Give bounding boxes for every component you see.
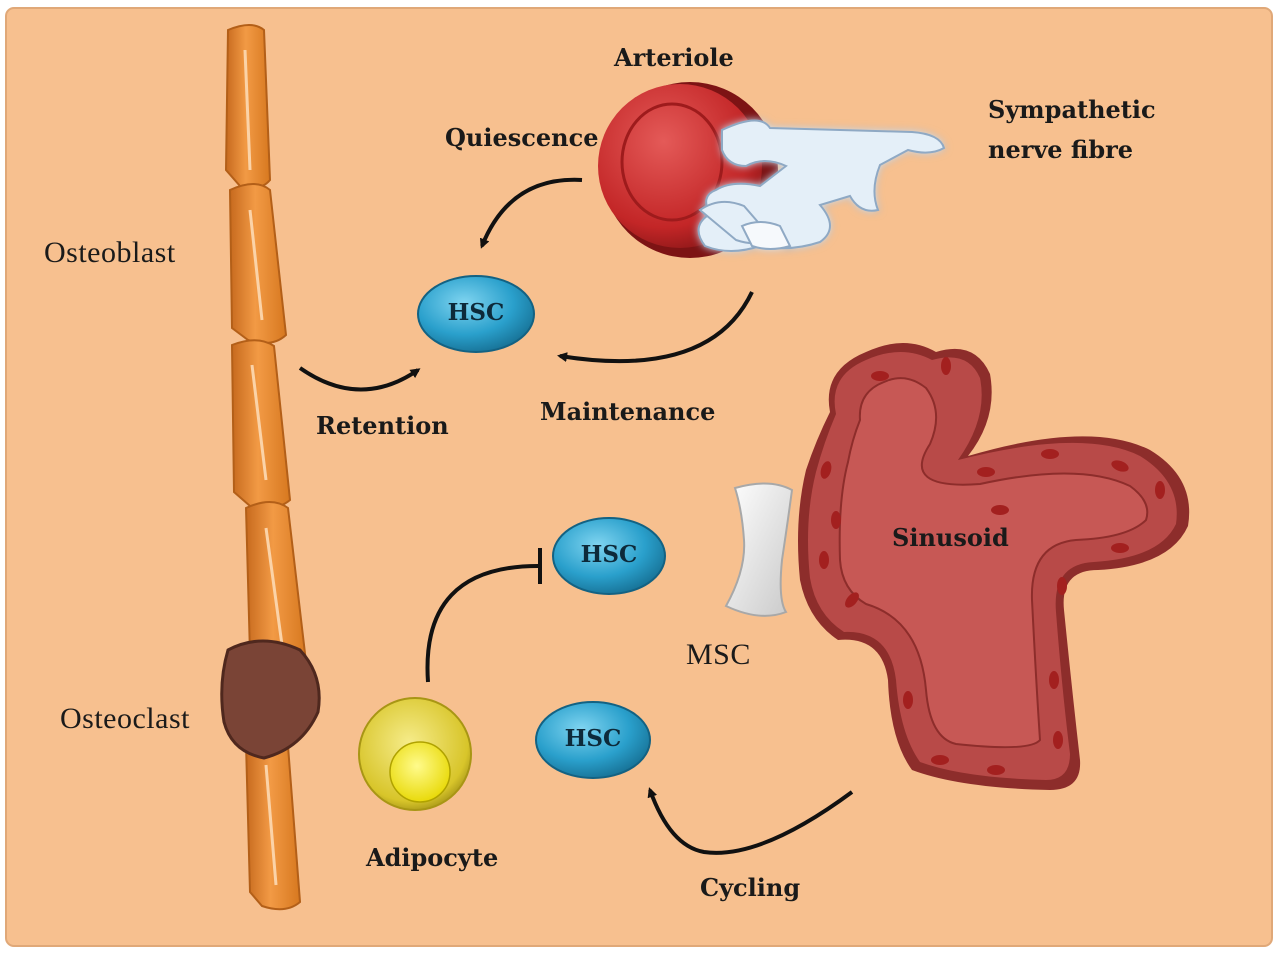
hsc-label-middle: HSC [549,541,669,568]
sympathetic-label-line2: nerve fibre [988,136,1133,164]
arteriole-label: Arteriole [614,44,734,72]
hsc-label-top: HSC [416,299,536,326]
osteoclast-label: Osteoclast [60,702,190,737]
maintenance-label: Maintenance [540,398,715,426]
sinusoid-label: Sinusoid [892,524,1009,552]
osteoblast-label: Osteoblast [44,236,176,271]
quiescence-label: Quiescence [445,124,598,152]
adipocyte-cell [359,698,471,810]
sympathetic-label-line1: Sympathetic [988,96,1156,124]
cycling-label: Cycling [700,874,800,902]
hsc-label-bottom: HSC [533,725,653,752]
adipocyte-label: Adipocyte [366,844,498,872]
retention-label: Retention [316,412,449,440]
msc-label: MSC [686,638,751,673]
